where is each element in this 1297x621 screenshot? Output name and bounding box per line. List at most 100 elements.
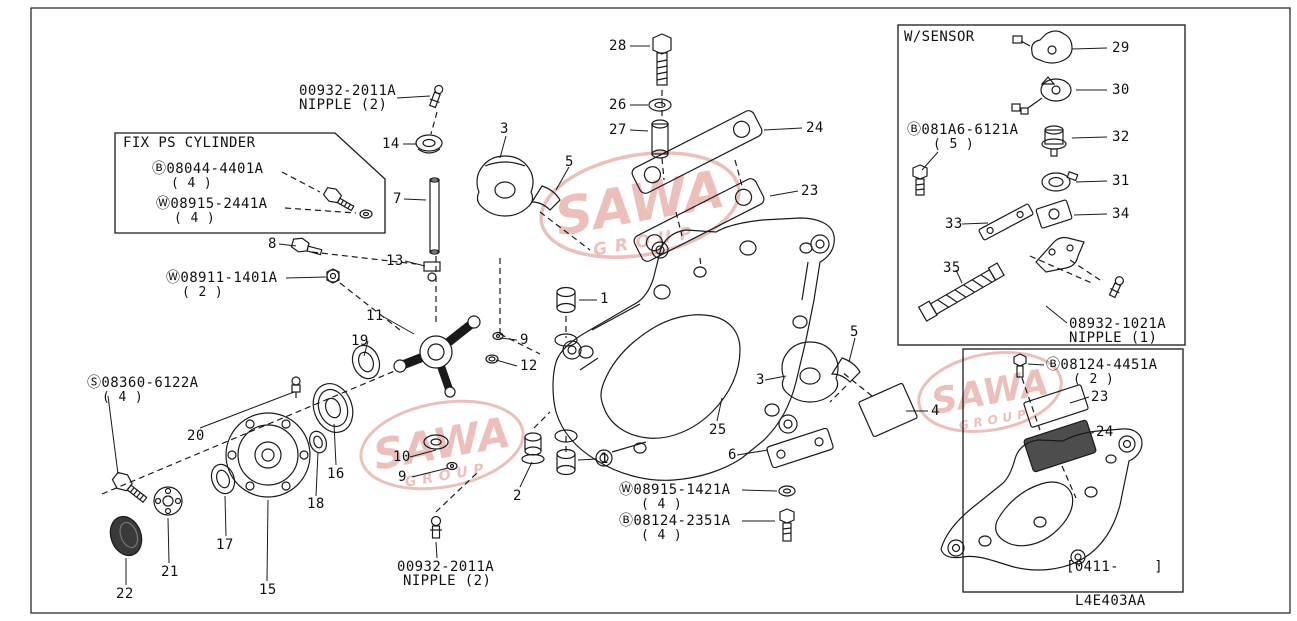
bushing-1-lower-drawing	[556, 448, 576, 476]
nipple-top-part-drawing	[428, 84, 444, 109]
nut-08911-drawing	[326, 268, 340, 284]
bolt-08124-4451-drawing	[1013, 353, 1027, 378]
rotor-30-drawing	[1011, 76, 1072, 115]
sawa-watermark-3: SAWA GROUP	[917, 351, 1063, 433]
bolt-8-drawing	[290, 237, 323, 256]
sensor-bracket-drawing	[1035, 236, 1085, 273]
washer-08915-1421-drawing	[778, 485, 796, 497]
ring-18-drawing	[308, 430, 328, 454]
fix-ps-row2-code: Ⓦ08915-2441A	[156, 196, 268, 212]
nipple-sensor-part-drawing	[1108, 276, 1124, 299]
harness-35-drawing	[917, 262, 1005, 322]
part-code-08124-4451-qty: ( 2 )	[1073, 372, 1115, 387]
bolt-081a6-drawing	[912, 164, 928, 196]
cap-22-drawing	[109, 515, 143, 557]
callout-9-upper: 9	[520, 332, 529, 348]
fix-ps-row2-qty: ( 4 )	[174, 211, 216, 226]
mini-crossmember-drawing	[940, 428, 1143, 571]
callout-20: 20	[187, 428, 205, 444]
callout-6: 6	[728, 447, 737, 463]
callout-28: 28	[609, 38, 627, 54]
callout-18: 18	[307, 496, 325, 512]
part-code-nipple-bottom-line1: 00932-2011A	[397, 559, 495, 575]
washer-26-drawing	[648, 98, 672, 112]
figure-code-label: L4E403AA	[1075, 593, 1146, 609]
callout-12: 12	[520, 358, 538, 374]
part-code-08911: Ⓦ08911-1401A	[166, 270, 278, 286]
part-13-drawing	[423, 261, 441, 282]
part-code-08360: Ⓢ08360-6122A	[87, 375, 199, 391]
washer-14-drawing	[415, 134, 443, 154]
callout-22: 22	[116, 586, 134, 602]
plate-24-drawing	[631, 110, 763, 194]
bushing-2-drawing	[521, 432, 545, 465]
part-code-nipple-bottom-line2: NIPPLE (2)	[403, 573, 492, 589]
crossmember-drawing	[552, 217, 835, 481]
callout-14: 14	[382, 136, 400, 152]
knuckle-11-drawing	[393, 315, 481, 398]
callout-21: 21	[161, 564, 179, 580]
washer-12-drawing	[485, 354, 499, 364]
callout-9-lower: 9	[398, 469, 407, 485]
fix-washer-drawing	[359, 209, 373, 219]
callout-1-lower: 1	[600, 451, 609, 467]
fix-ps-row1-qty: ( 4 )	[171, 176, 213, 191]
callout-2: 2	[513, 488, 522, 504]
callout-3-right: 3	[756, 372, 765, 388]
ring-19-drawing	[351, 344, 381, 380]
insulator-3-right-drawing	[781, 341, 839, 403]
callout-34: 34	[1112, 206, 1130, 222]
washer-9-lower-drawing	[446, 461, 458, 471]
callout-27: 27	[609, 122, 627, 138]
spacer-27-drawing	[651, 119, 669, 159]
plate-34-drawing	[1035, 199, 1073, 229]
fix-bolt-drawing	[322, 187, 355, 212]
sensor-29-drawing	[1012, 30, 1073, 64]
part-code-nipple-sensor-line1: 08932-1021A	[1069, 316, 1167, 332]
fix-ps-cylinder-title: FIX PS CYLINDER	[123, 135, 256, 151]
part-code-08124-2351-qty: ( 4 )	[641, 528, 683, 543]
pad-4-drawing	[858, 382, 918, 438]
callout-11: 11	[366, 308, 384, 324]
callout-32: 32	[1112, 129, 1130, 145]
callout-31: 31	[1112, 173, 1130, 189]
part-code-081a6: Ⓑ081A6-6121A	[907, 122, 1019, 138]
page-frame	[30, 7, 1291, 614]
insulator-3-left-drawing	[476, 155, 534, 217]
bolt-08124-2351-drawing	[779, 508, 795, 542]
callout-19: 19	[351, 333, 369, 349]
callout-13: 13	[386, 253, 404, 269]
callout-29: 29	[1112, 40, 1130, 56]
washer-10-drawing	[423, 434, 449, 450]
callout-30: 30	[1112, 82, 1130, 98]
callout-3-left: 3	[500, 121, 509, 137]
part-code-nipple-top-line1: 00932-2011A	[299, 83, 397, 99]
hub-15-drawing	[225, 412, 311, 498]
callout-16: 16	[327, 466, 345, 482]
fix-ps-row1-code: Ⓑ08044-4401A	[152, 161, 264, 177]
washer-9-upper-drawing	[492, 331, 504, 341]
callout-33: 33	[945, 216, 963, 232]
sawa-watermark-2: SAWA GROUP	[359, 399, 525, 491]
part-code-08915-1421-qty: ( 4 )	[641, 497, 683, 512]
part-code-08911-qty: ( 2 )	[182, 285, 224, 300]
pad-24-small-drawing	[1023, 419, 1097, 473]
date-range-label: [0411- ]	[1066, 559, 1164, 575]
callout-4: 4	[931, 403, 940, 419]
bracket-33-drawing	[978, 203, 1034, 241]
nipple-bottom-part-drawing	[430, 515, 442, 539]
callout-24-top: 24	[806, 120, 824, 136]
plate-23-drawing	[633, 178, 765, 262]
rod-7-drawing	[429, 177, 440, 255]
part-code-08124-2351: Ⓑ08124-2351A	[619, 513, 731, 529]
part-code-08915-1421: Ⓦ08915-1421A	[619, 482, 731, 498]
w-sensor-title: W/SENSOR	[904, 29, 975, 45]
leader-lines	[107, 45, 1108, 585]
plate-23-small-drawing	[1023, 384, 1089, 428]
part-code-nipple-top-line2: NIPPLE (2)	[299, 97, 388, 113]
bolt-28-drawing	[652, 33, 672, 86]
part-code-nipple-sensor-line2: NIPPLE (1)	[1069, 330, 1158, 346]
ring-16-drawing	[312, 383, 354, 433]
stud-20-drawing	[291, 376, 301, 398]
